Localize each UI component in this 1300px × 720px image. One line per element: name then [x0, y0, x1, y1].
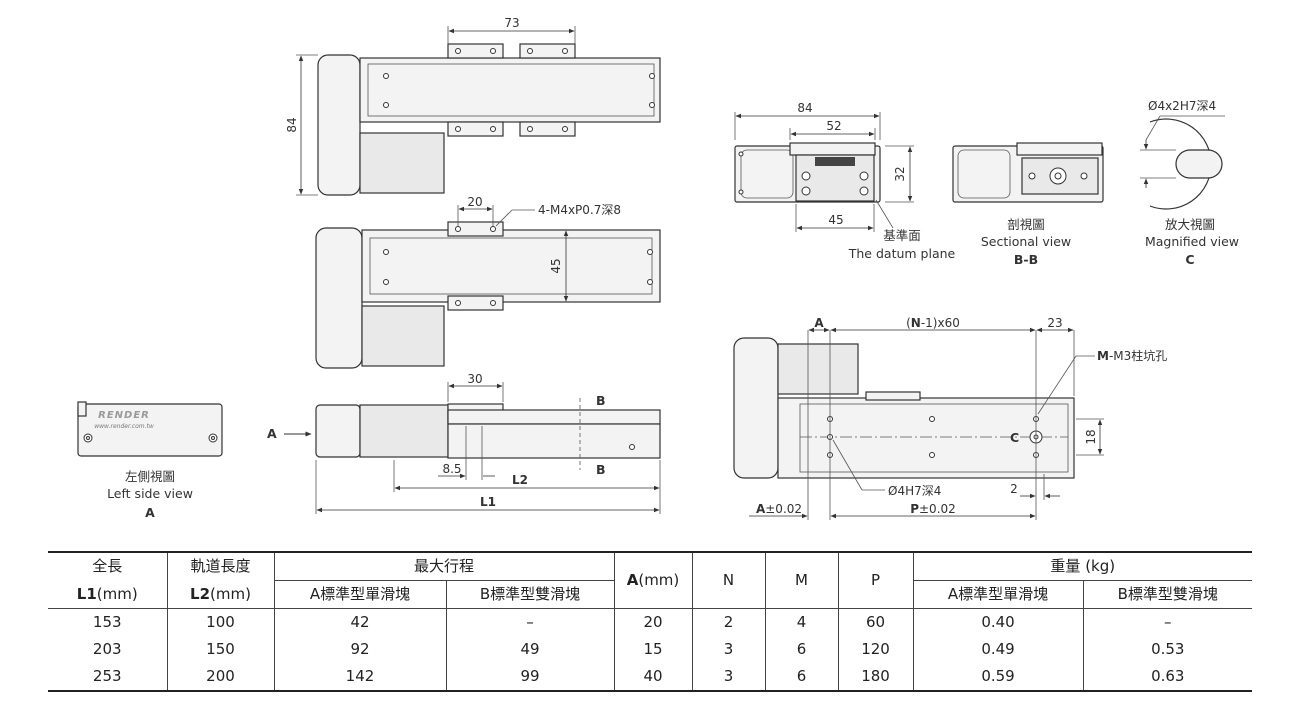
table-cell: 150	[166, 636, 274, 663]
header-weight: 重量 (kg)	[912, 551, 1253, 581]
header-a: A(mm)	[613, 551, 693, 609]
dim-front-32: 32	[893, 166, 907, 181]
caption-section-tag: B-B	[1014, 252, 1038, 267]
header-l1-unit: L1(mm)	[48, 580, 167, 609]
table-cell: 203	[92, 640, 122, 658]
table-cell: 153	[92, 613, 122, 631]
table-cell: 92	[273, 636, 446, 663]
table-cell: 180	[837, 663, 914, 692]
dim-front-52: 52	[826, 119, 841, 133]
dim-top-width: 73	[504, 16, 519, 30]
table-row: 153 100 42 – 20 2 4 60 0.40 –	[48, 608, 1253, 636]
dim-bottom-l2: L2	[512, 473, 528, 487]
table-cell: 15	[613, 636, 693, 663]
header-n: N	[691, 551, 766, 609]
table-cell: 99	[445, 663, 615, 692]
dim-side-a-tol: A±0.02	[756, 502, 802, 516]
header-l2-unit: L2(mm)	[166, 580, 274, 609]
table-cell: 0.53	[1082, 636, 1253, 663]
table-row: 253 200 142 99 40 3 6 180 0.59 0.63	[48, 663, 1253, 692]
magnified-view: Ø4x2H7深4 放大視圖 Magnified view C	[1140, 99, 1239, 267]
caption-mag-en: Magnified view	[1145, 234, 1239, 249]
dim-mid-pitch: 20	[467, 195, 482, 209]
table-cell: 3	[691, 663, 766, 692]
section-b-top: B	[596, 393, 606, 408]
dim-side-m-callout: M-M3柱坑孔	[1097, 348, 1167, 363]
dim-mid-callout: 4-M4xP0.7深8	[538, 203, 621, 217]
header-weight-a: A標準型單滑塊	[912, 580, 1084, 609]
dim-bottom-l1: L1	[480, 495, 496, 509]
bottom-view: A B B 30 8.5 L2 L1	[267, 372, 661, 514]
table-cell: 2	[691, 608, 766, 636]
caption-section-en: Sectional view	[981, 234, 1071, 249]
caption-left-tag: A	[145, 505, 155, 520]
caption-left-zh: 左側視圖	[125, 469, 175, 484]
left-side-view: RENDER www.render.com.tw 左側視圖 Left side …	[77, 401, 223, 520]
top-view: 73 84	[285, 16, 661, 196]
arrow-a-label: A	[267, 426, 277, 441]
table-cell: 0.63	[1082, 663, 1253, 692]
caption-left-en: Left side view	[107, 486, 193, 501]
header-p: P	[837, 551, 914, 609]
dim-side-pitch: (N-1)x60	[906, 316, 960, 330]
table-cell: 120	[837, 636, 914, 663]
front-view: 84 52 32 45 基準面 The datum plane	[734, 101, 956, 261]
table-cell: 142	[273, 663, 446, 692]
spec-table: 全長 軌道長度 最大行程 A(mm) N M P 重量 (kg) L1(mm) …	[48, 551, 1253, 692]
dim-side-p-tol: P±0.02	[910, 502, 956, 516]
table-cell: 253	[48, 663, 167, 692]
side-view: C A (N-1)x60 23 M-M3柱坑孔 18 2 Ø4H7深4 A±0.…	[733, 316, 1167, 520]
table-cell: 100	[166, 608, 274, 636]
render-url: www.render.com.tw	[94, 423, 154, 430]
dim-top-height: 84	[285, 117, 299, 132]
table-cell: –	[1082, 608, 1253, 636]
dim-side-23: 23	[1047, 316, 1062, 330]
table-cell: 20	[613, 608, 693, 636]
caption-mag-zh: 放大視圖	[1165, 217, 1215, 232]
table-cell: 49	[445, 636, 615, 663]
header-m: M	[764, 551, 839, 609]
table-cell: 3	[691, 636, 766, 663]
side-c-label: C	[1010, 430, 1019, 445]
caption-datum-zh: 基準面	[883, 228, 921, 243]
table-cell: 42	[273, 608, 446, 636]
caption-datum-en: The datum plane	[848, 246, 956, 261]
table-cell: 200	[166, 663, 274, 692]
table-cell: 60	[837, 608, 914, 636]
table-cell: –	[445, 608, 615, 636]
header-l1: 全長	[48, 551, 167, 581]
header-weight-b: B標準型雙滑塊	[1082, 580, 1253, 609]
table-cell: 6	[764, 636, 839, 663]
header-stroke-a: A標準型單滑塊	[273, 580, 446, 609]
dim-mid-rail: 45	[549, 258, 563, 273]
dim-front-45: 45	[828, 213, 843, 227]
table-cell: 4	[764, 608, 839, 636]
header-stroke-b: B標準型雙滑塊	[445, 580, 615, 609]
header-l2: 軌道長度	[166, 551, 274, 581]
dim-bottom-offset: 8.5	[442, 462, 461, 476]
header-stroke: 最大行程	[273, 551, 615, 581]
sectional-view: 剖視圖 Sectional view B-B	[952, 142, 1104, 267]
render-logo: RENDER	[98, 410, 150, 421]
dim-side-a: A	[814, 316, 824, 330]
dim-bottom-block: 30	[467, 372, 482, 386]
dim-side-hole: Ø4H7深4	[888, 484, 941, 498]
table-row: 203 150 92 49 15 3 6 120 0.49 0.53	[48, 636, 1253, 663]
technical-drawing: 73 84 20 4-M4xP0.7深8 45 RENDER www.rende…	[77, 16, 1239, 520]
table-cell: 6	[764, 663, 839, 692]
caption-mag-tag: C	[1185, 252, 1194, 267]
dim-mag-callout: Ø4x2H7深4	[1148, 99, 1216, 113]
table-cell: 0.49	[912, 636, 1084, 663]
caption-section-zh: 剖視圖	[1007, 217, 1045, 232]
dim-side-2: 2	[1010, 482, 1018, 496]
dim-front-84: 84	[797, 101, 812, 115]
table-cell: 0.40	[912, 608, 1084, 636]
section-b-bottom: B	[596, 462, 606, 477]
table-cell: 0.59	[912, 663, 1084, 692]
middle-view: 20 4-M4xP0.7深8 45	[315, 195, 661, 369]
table-cell: 40	[613, 663, 693, 692]
dim-side-18: 18	[1084, 429, 1098, 444]
